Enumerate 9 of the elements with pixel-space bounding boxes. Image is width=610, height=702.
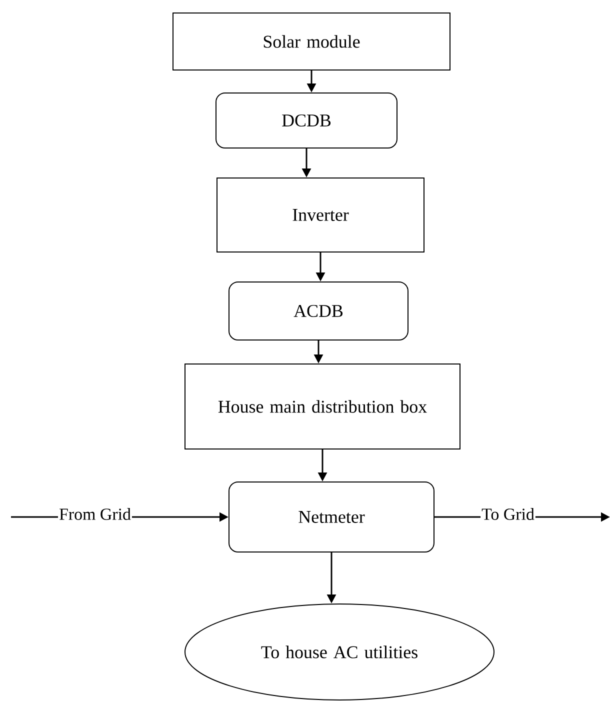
edge-label: To Grid — [480, 507, 536, 521]
rounded-box: DCDB — [216, 92, 398, 148]
process-box: House main distribution box — [184, 364, 460, 450]
process-box: Solar module — [172, 12, 450, 70]
process-box: Inverter — [216, 178, 424, 252]
rounded-box: Netmeter — [228, 482, 434, 552]
ellipse-node: To house AC utilities — [184, 604, 494, 700]
rounded-box: ACDB — [228, 282, 408, 340]
edge-label: From Grid — [58, 507, 132, 521]
